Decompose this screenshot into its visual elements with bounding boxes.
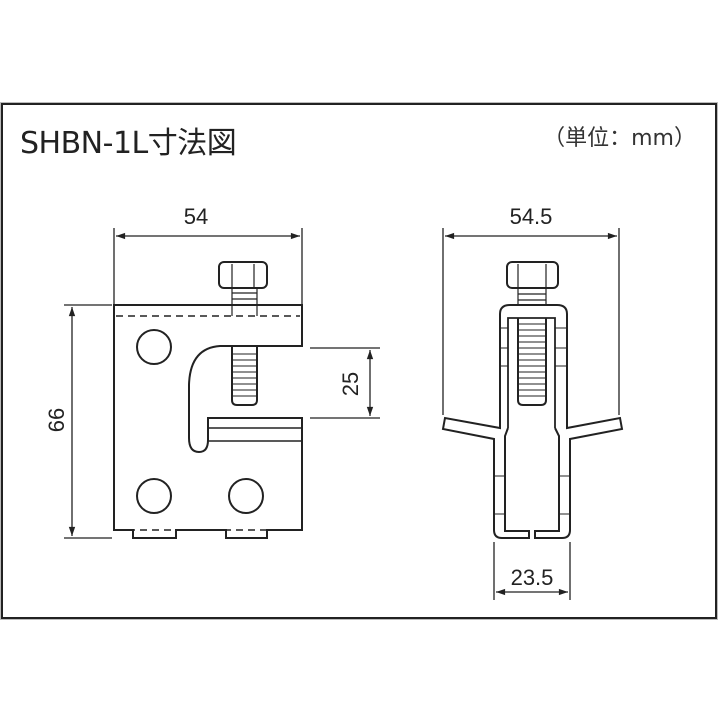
dimension-base-23-5 — [493, 542, 571, 600]
dimension-width-54 — [113, 228, 303, 306]
hole-lower-right — [228, 478, 264, 514]
bolt-head-side — [506, 261, 559, 289]
dimension-width-54-5 — [442, 228, 620, 415]
front-view — [64, 228, 380, 539]
hole-upper-left — [136, 329, 172, 365]
bolt-head-front — [218, 261, 268, 289]
dim-label-25: 25 — [338, 372, 363, 396]
bolt-thread-lower — [231, 346, 258, 406]
drawing-title: SHBN-1L寸法図 — [20, 126, 237, 161]
drawing-frame — [1, 103, 717, 619]
unit-label: （単位：mm） — [543, 126, 696, 151]
side-view — [441, 228, 624, 600]
dim-label-66: 66 — [44, 408, 69, 432]
dimension-opening-25 — [310, 347, 380, 419]
dim-label-23-5: 23.5 — [511, 565, 554, 590]
bolt-thread-side — [517, 318, 547, 406]
dimension-height-66 — [64, 304, 112, 539]
clamp-body-side-outer — [499, 304, 624, 539]
dim-label-54: 54 — [184, 204, 208, 229]
hole-lower-left — [136, 478, 172, 514]
clamp-body-front — [113, 304, 303, 539]
dim-label-54-5: 54.5 — [510, 204, 553, 229]
bolt-shank-upper — [231, 288, 258, 316]
